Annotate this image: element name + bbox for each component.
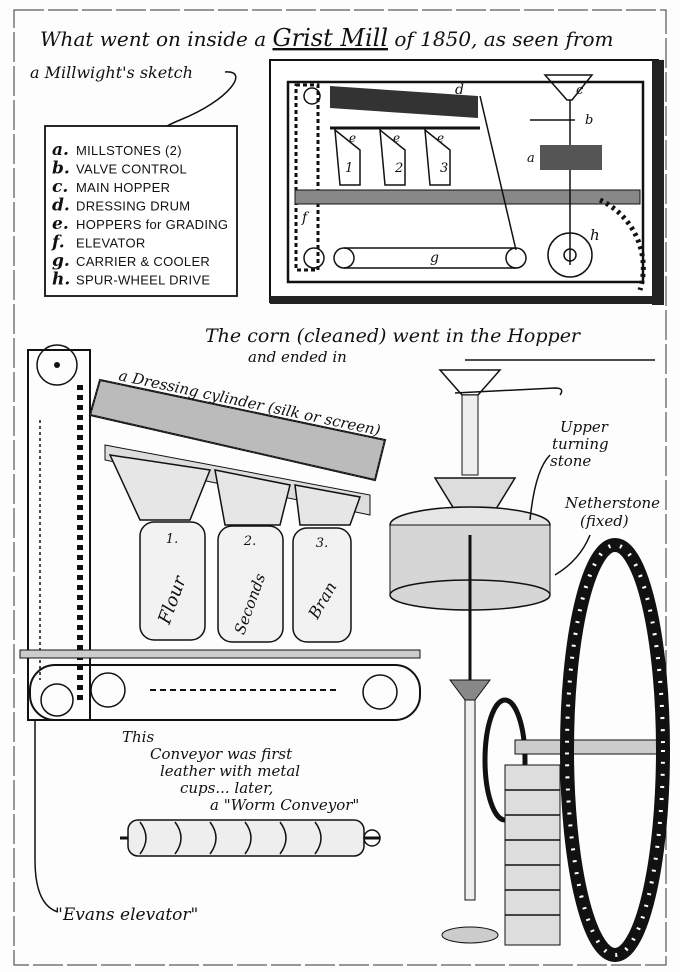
drive — [441, 538, 670, 962]
legend-item: SPUR-WHEEL DRIVE — [76, 273, 210, 288]
bin-label: 1 — [345, 161, 353, 176]
bag-number: 2. — [243, 534, 256, 549]
legend-key: e. — [52, 214, 69, 234]
inset-label-d: d — [455, 82, 464, 98]
bin-label: 3 — [440, 161, 448, 176]
legend-key: f. — [51, 233, 65, 253]
legend-item: VALVE CONTROL — [76, 162, 187, 177]
inset-label-a: a — [527, 151, 535, 166]
legend-key: h. — [52, 270, 70, 290]
inset-label-e: e — [393, 131, 400, 145]
bag-number: 3. — [316, 536, 328, 551]
inset-label-f: f — [301, 210, 310, 226]
inset-label-g: g — [430, 250, 439, 266]
legend-item: ELEVATOR — [76, 236, 146, 251]
legend-item: HOPPERS for GRADING — [76, 217, 228, 232]
bin-label: 2 — [394, 161, 403, 176]
evans-elevator-label: "Evans elevator" — [55, 905, 198, 925]
legend-key: g. — [52, 251, 70, 271]
legend-item: MAIN HOPPER — [76, 180, 170, 195]
legend-box: a. MILLSTONES (2) b. VALVE CONTROL c. MAIN HO… — [44, 125, 238, 297]
page-border — [13, 9, 667, 966]
corn-caption: The corn (cleaned) went in the Hopper — [205, 325, 582, 347]
inset-label-h: h — [590, 226, 600, 244]
inset-label-b: b — [585, 113, 593, 128]
title-line-2: a Millwight's sketch — [30, 63, 193, 82]
legend-item: MILLSTONES (2) — [76, 143, 182, 158]
bag-number: 1. — [166, 532, 178, 547]
inset-label-c: c — [576, 83, 584, 98]
inset-sketch: 1 2 3 d c b a f g h e e e — [269, 59, 664, 305]
legend-key: d. — [52, 196, 70, 216]
evans-elevator — [27, 344, 91, 721]
netherstone-label: Netherstone(fixed) — [564, 494, 660, 530]
inset-label-e: e — [349, 131, 356, 145]
worm-conveyor — [120, 819, 381, 857]
conveyor-note: This Conveyor was first leather with met… — [122, 728, 359, 814]
conveyor — [19, 649, 421, 721]
bags: 1. Flour 2. Seconds 3. Bran — [139, 521, 352, 643]
legend-item: DRESSING DRUM — [76, 199, 190, 214]
millstones — [389, 369, 563, 690]
legend-key: c. — [52, 177, 68, 197]
inset-label-e: e — [437, 131, 444, 145]
title-line-1: What went on inside a Grist Mill of 1850… — [40, 24, 613, 52]
legend-key: a. — [52, 140, 69, 160]
legend-key: b. — [52, 159, 70, 179]
corn-caption-line-2: and ended in — [248, 348, 347, 366]
legend-item: CARRIER & COOLER — [76, 254, 210, 269]
